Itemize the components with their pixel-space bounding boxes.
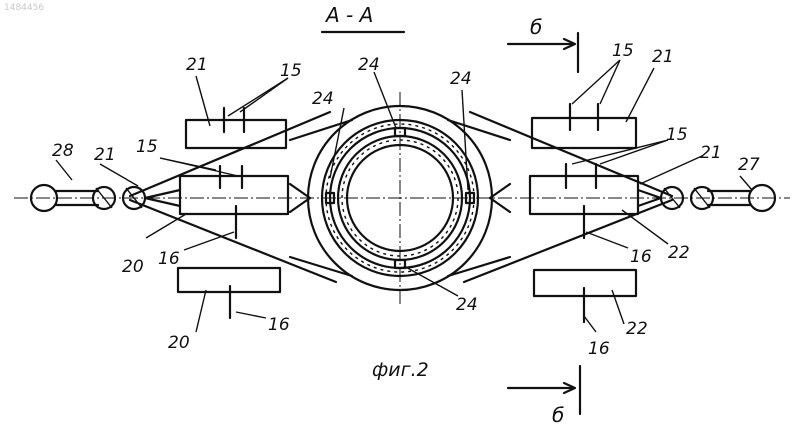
label-15-left-upper: 15 [280, 61, 302, 81]
label-22-right-lower: 22 [626, 319, 648, 339]
label-15-right-middle: 15 [666, 125, 688, 145]
label-16-left-middle: 16 [158, 249, 180, 269]
label-24-top: 24 [358, 55, 380, 75]
belt-lines [130, 112, 672, 282]
label-15-right-upper: 15 [612, 41, 634, 61]
section-mark-bottom-label: б [552, 403, 564, 427]
right-middle-block [530, 164, 638, 238]
left-upper-block [186, 108, 286, 148]
label-16-right-middle: 16 [630, 247, 652, 267]
label-22-right-middle: 22 [668, 243, 690, 263]
label-20-left-middle: 20 [122, 257, 144, 277]
label-21-left-upper: 21 [186, 55, 208, 75]
document-number: 1484456 [4, 3, 44, 13]
label-16-left-lower: 16 [268, 315, 290, 335]
label-15-left-middle: 15 [136, 137, 158, 157]
label-21-right-upper: 21 [652, 47, 674, 67]
label-16-right-lower: 16 [588, 339, 610, 359]
section-mark-top-label: б [530, 15, 542, 39]
figure-caption: фиг.2 [372, 359, 429, 381]
leader-lines [56, 60, 752, 332]
right-upper-block [532, 104, 636, 148]
left-lower-block [178, 268, 280, 318]
section-marker-bottom: б [508, 366, 580, 427]
label-27: 27 [738, 155, 760, 175]
label-24-right: 24 [450, 69, 472, 89]
label-28: 28 [52, 141, 74, 161]
label-20-left-lower: 20 [168, 333, 190, 353]
label-21-right-middle: 21 [700, 143, 722, 163]
label-21-left-middle: 21 [94, 145, 116, 165]
label-24-left: 24 [312, 89, 334, 109]
section-title: А - А [324, 3, 373, 27]
section-marker-top: б [508, 15, 578, 72]
label-24-bottom: 24 [456, 295, 478, 315]
